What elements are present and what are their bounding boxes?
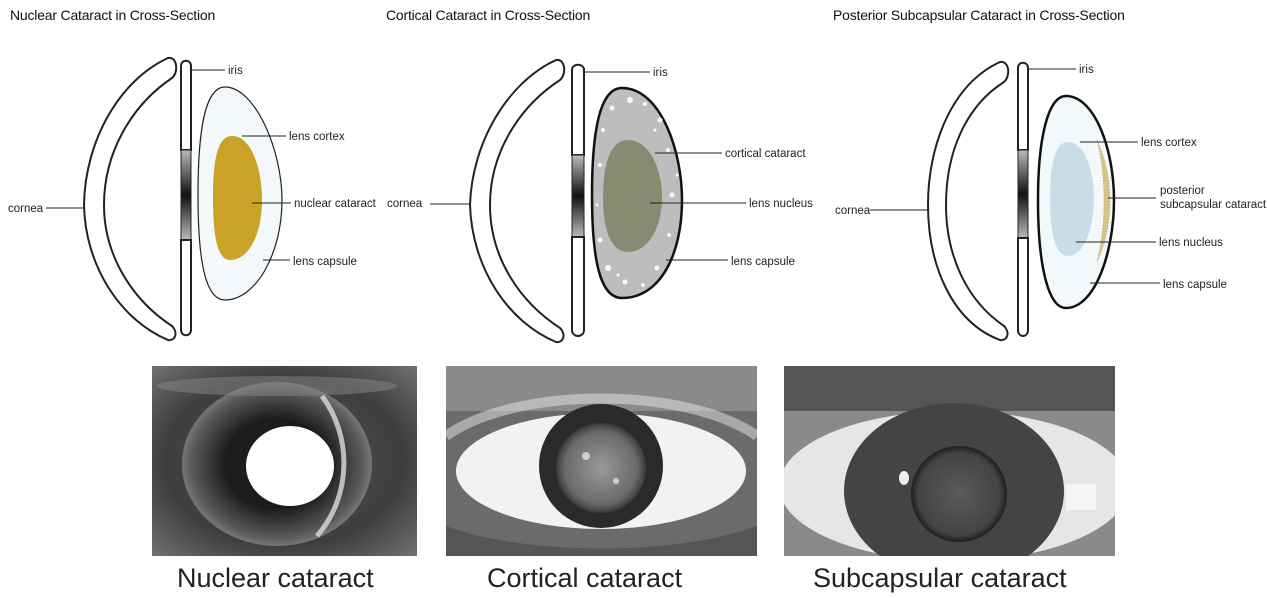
- caption-cortical-cataract: Cortical cataract: [487, 563, 682, 594]
- pupil-gap: [572, 155, 584, 237]
- photo-nuclear-cataract: [152, 366, 417, 556]
- photo-subcapsular-cataract: [784, 366, 1115, 556]
- label-nuclear-cataract: nuclear cataract: [294, 198, 377, 210]
- cornea-shape: [84, 58, 176, 340]
- label-posterior: posterior: [1160, 185, 1205, 197]
- iris-lower: [1018, 238, 1028, 336]
- iris-upper: [572, 65, 584, 155]
- label-cornea: cornea: [8, 203, 44, 215]
- label-iris: iris: [1079, 64, 1094, 76]
- cornea-shape: [928, 62, 1008, 340]
- cross-section-diagrams: iris lens cortex nuclear cataract lens c…: [0, 0, 1267, 360]
- label-lens-capsule: lens capsule: [731, 256, 795, 268]
- iris-lower: [181, 240, 191, 335]
- label-cortical-cataract: cortical cataract: [725, 148, 806, 160]
- label-cornea: cornea: [835, 205, 871, 217]
- caption-subcapsular-cataract: Subcapsular cataract: [813, 563, 1067, 594]
- label-cornea: cornea: [387, 198, 423, 210]
- label-iris: iris: [653, 67, 668, 79]
- caption-nuclear-cataract: Nuclear cataract: [177, 563, 374, 594]
- label-lens-nucleus: lens nucleus: [1159, 237, 1223, 249]
- pupil-gap: [181, 150, 191, 240]
- label-lens-nucleus: lens nucleus: [749, 198, 813, 210]
- photo-cortical-cataract: [446, 366, 757, 556]
- iris-upper: [181, 61, 191, 150]
- label-lens-cortex: lens cortex: [289, 131, 345, 143]
- iris-lower: [572, 237, 584, 336]
- label-lens-capsule: lens capsule: [293, 256, 357, 268]
- label-iris: iris: [228, 65, 243, 77]
- cornea-shape: [470, 60, 564, 342]
- diagram-nuclear: iris lens cortex nuclear cataract lens c…: [8, 58, 377, 340]
- diagram-cortical: iris cortical cataract lens nucleus lens…: [387, 60, 813, 342]
- iris-upper: [1018, 63, 1028, 150]
- label-subcapsular-cataract: subcapsular cataract: [1160, 199, 1267, 211]
- pupil-gap: [1018, 150, 1028, 238]
- label-lens-cortex: lens cortex: [1141, 137, 1197, 149]
- diagram-subcapsular: iris lens cortex posterior subcapsular c…: [835, 62, 1267, 340]
- label-lens-capsule: lens capsule: [1163, 279, 1227, 291]
